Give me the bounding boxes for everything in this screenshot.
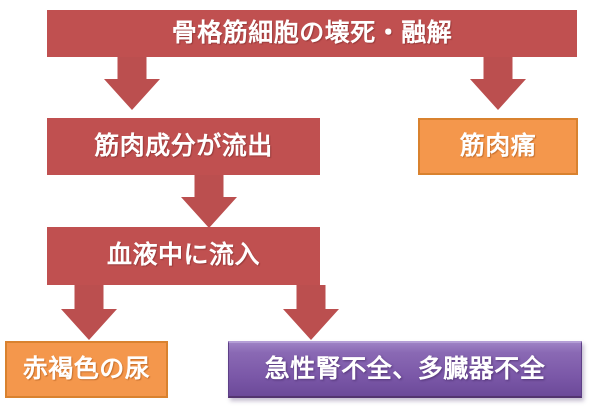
node-muscle-pain: 筋肉痛 [418,118,578,175]
node-inflow-into-blood: 血液中に流入 [47,227,320,285]
node-label: 筋肉痛 [459,131,537,160]
node-muscle-components-outflow: 筋肉成分が流出 [47,118,320,175]
arrow-top-to-muscle-pain-icon [470,57,526,110]
node-label: 筋肉成分が流出 [94,131,273,160]
node-skeletal-muscle-cell-necrosis: 骨格筋細胞の壊死・融解 [47,10,577,57]
node-label: 急性腎不全、多臓器不全 [264,354,546,383]
node-reddish-brown-urine: 赤褐色の尿 [5,341,168,398]
node-label: 骨格筋細胞の壊死・融解 [171,18,453,47]
arrow-blood-to-renal-failure-icon [283,285,339,341]
arrow-outflow-to-blood-icon [181,175,237,228]
arrow-blood-to-urine-icon [61,285,117,341]
node-label: 血液中に流入 [106,241,260,270]
node-acute-renal-failure-multi-organ-failure: 急性腎不全、多臓器不全 [228,341,582,398]
arrow-top-to-outflow-icon [104,57,160,110]
node-label: 赤褐色の尿 [22,354,151,383]
